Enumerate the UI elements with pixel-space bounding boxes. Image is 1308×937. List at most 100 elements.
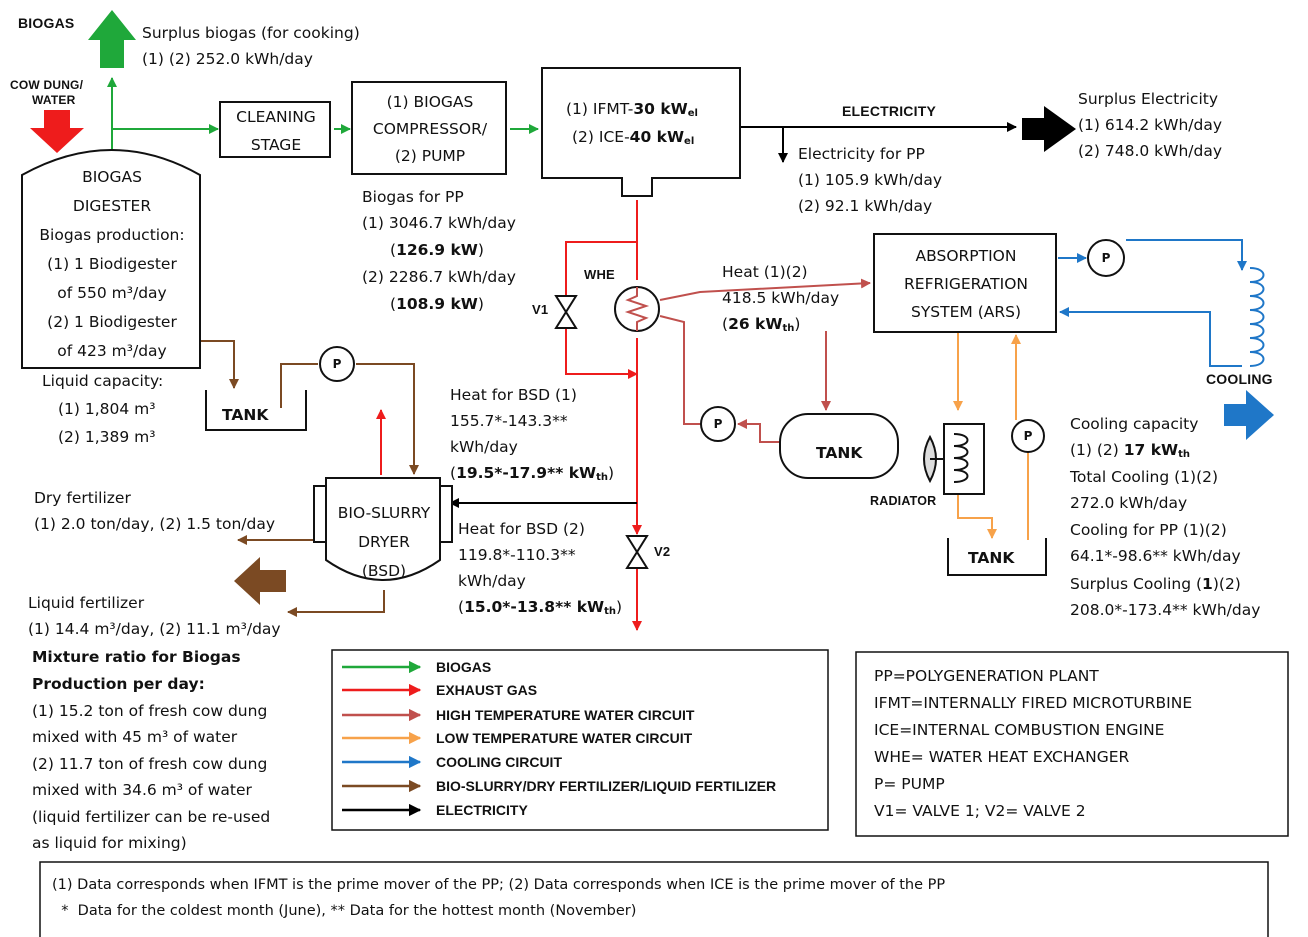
bsd-label-1: BIO-SLURRY (337, 504, 431, 522)
digester-label-4: (1) 1 Biodigester (47, 255, 177, 273)
radiator-symbol (923, 423, 985, 495)
legend-label: COOLING CIRCUIT (436, 754, 562, 770)
biogas-pp-1-kw: (126.9 kW) (390, 241, 484, 259)
surplus-biogas-value: (1) (2) 252.0 kWh/day (142, 50, 313, 68)
mixture-label-6: mixed with 34.6 m³ of water (32, 781, 252, 799)
cleaning-label-2: STAGE (250, 136, 302, 154)
heat-bsd1-value: 155.7*-143.3** (450, 412, 568, 430)
definition-item: V1= VALVE 1; V2= VALVE 2 (874, 802, 1086, 820)
mixture-label-7: (liquid fertilizer can be re-used (32, 808, 271, 826)
whe-symbol (614, 286, 660, 332)
pump-cooling (1087, 239, 1125, 277)
pump-cooling-label: P (1101, 251, 1111, 265)
mixture-label-4: mixed with 45 m³ of water (32, 728, 238, 746)
mixture-label-2: Production per day: (32, 675, 205, 693)
surplus-electricity-label: Surplus Electricity (1078, 90, 1218, 108)
legend-label: EXHAUST GAS (436, 682, 538, 698)
cooling-pp-value: 64.1*-98.6** kWh/day (1070, 547, 1241, 565)
digester-to-tank-line (200, 340, 239, 389)
total-cooling-value: 272.0 kWh/day (1070, 494, 1188, 512)
mixture-label-1: Mixture ratio for Biogas (32, 648, 241, 666)
definitions-box (855, 651, 1289, 837)
heat-bsd1-unit: kWh/day (450, 438, 518, 456)
valve-v1 (554, 295, 578, 329)
cooling-pp-label: Cooling for PP (1)(2) (1070, 521, 1227, 539)
footnote-box (39, 861, 1269, 937)
heat-ars-label: Heat (1)(2) (722, 263, 808, 281)
liquid-capacity-2: (2) 1,389 m³ (58, 428, 156, 446)
fertilizer-big-arrow (234, 557, 286, 605)
ice-label: (2) ICE-40 kWel (572, 128, 695, 147)
pump-slurry-label: P (332, 357, 342, 371)
liquid-fertilizer-line (287, 590, 385, 617)
cleaning-stage-box (219, 101, 331, 158)
heat-bsd2-label: Heat for BSD (2) (458, 520, 585, 538)
pump-high-temp (700, 406, 736, 442)
compressor-label-3: (2) PUMP (394, 147, 466, 165)
biogas-pp-label: Biogas for PP (362, 188, 464, 206)
heat-to-ars-line (659, 278, 871, 301)
heat-bsd2-unit: kWh/day (458, 572, 526, 590)
cooling-label: COOLING (1206, 371, 1273, 387)
liquid-capacity-label: Liquid capacity: (42, 372, 164, 390)
cow-dung-label: COW DUNG/ (10, 78, 84, 92)
compressor-label-2: COMPRESSOR/ (372, 120, 488, 138)
bsd-dryer-shape (325, 477, 441, 581)
biogas-pp-1: (1) 3046.7 kWh/day (362, 214, 516, 232)
pump-low-temp (1011, 419, 1045, 453)
surplus-cooling-value: 208.0*-173.4** kWh/day (1070, 601, 1261, 619)
dry-fertilizer-label: Dry fertilizer (34, 489, 131, 507)
radiator-to-tank-line (957, 492, 997, 539)
bsd-left-flange (313, 485, 327, 543)
v2-label: V2 (654, 544, 671, 559)
ars-box (873, 233, 1057, 333)
pump-to-whe-line (659, 315, 702, 425)
mixture-label-5: (2) 11.7 ton of fresh cow dung (32, 755, 268, 773)
legend-label: HIGH TEMPERATURE WATER CIRCUIT (436, 707, 695, 723)
surplus-biogas-label: Surplus biogas (for cooking) (142, 24, 360, 42)
heat-bsd2-kw: (15.0*-13.8** kWth) (458, 598, 623, 617)
digester-label-2: DIGESTER (72, 197, 152, 215)
radiator-label: RADIATOR (870, 494, 937, 508)
cooling-capacity-value: (1) (2) 17 kWth (1070, 441, 1191, 460)
mixture-label-8: as liquid for mixing) (32, 834, 187, 852)
compressor-label-1: (1) BIOGAS (386, 93, 474, 111)
definition-item: IFMT=INTERNALLY FIRED MICROTURBINE (874, 694, 1193, 712)
digester-label-3: Biogas production: (39, 226, 185, 244)
biogas-label: BIOGAS (18, 15, 75, 31)
digester-label-5: of 550 m³/day (57, 284, 167, 302)
heat-bsd1-label: Heat for BSD (1) (450, 386, 577, 404)
pump-low-temp-label: P (1023, 429, 1033, 443)
footnote: * Data for the coldest month (June), ** … (52, 903, 637, 919)
electricity-pp-label: Electricity for PP (798, 145, 925, 163)
bsd-right-flange (439, 485, 453, 543)
legend-label: BIO-SLURRY/DRY FERTILIZER/LIQUID FERTILI… (436, 778, 777, 794)
cooling-coil (1249, 267, 1265, 367)
legend-swatches (342, 660, 422, 817)
slurry-tank (205, 390, 307, 431)
hot-tank-label: TANK (816, 444, 863, 462)
biogas-pp-2-kw: (108.9 kW) (390, 295, 484, 313)
cooling-return-line (1059, 307, 1242, 367)
exhaust-v1-branch-down (565, 328, 638, 379)
electricity-big-arrow (1022, 106, 1076, 152)
surplus-electricity-2: (2) 748.0 kWh/day (1078, 142, 1223, 160)
definition-item: ICE=INTERNAL COMBUSTION ENGINE (874, 721, 1165, 739)
low-temp-tank-label: TANK (968, 549, 1015, 567)
pump-slurry (319, 346, 355, 382)
mixture-label-3: (1) 15.2 ton of fresh cow dung (32, 702, 268, 720)
cleaning-label-1: CLEANING (236, 108, 316, 126)
prime-mover-box (541, 67, 741, 197)
heat-bsd1-kw: (19.5*-17.9** kWth) (450, 464, 615, 483)
pump-high-temp-label: P (713, 417, 723, 431)
legend-label: ELECTRICITY (436, 802, 528, 818)
ars-label-3: SYSTEM (ARS) (910, 303, 1021, 321)
biogas-pp-2: (2) 2286.7 kWh/day (362, 268, 516, 286)
definition-item: P= PUMP (874, 775, 945, 793)
digester-label-7: of 423 m³/day (57, 342, 167, 360)
dry-fertilizer-value: (1) 2.0 ton/day, (2) 1.5 ton/day (34, 515, 276, 533)
tank-to-pump-slurry-line (280, 363, 318, 408)
whe-label: WHE (584, 267, 615, 282)
valve-v2 (625, 535, 649, 569)
heat-ars-value: 418.5 kWh/day (722, 289, 840, 307)
